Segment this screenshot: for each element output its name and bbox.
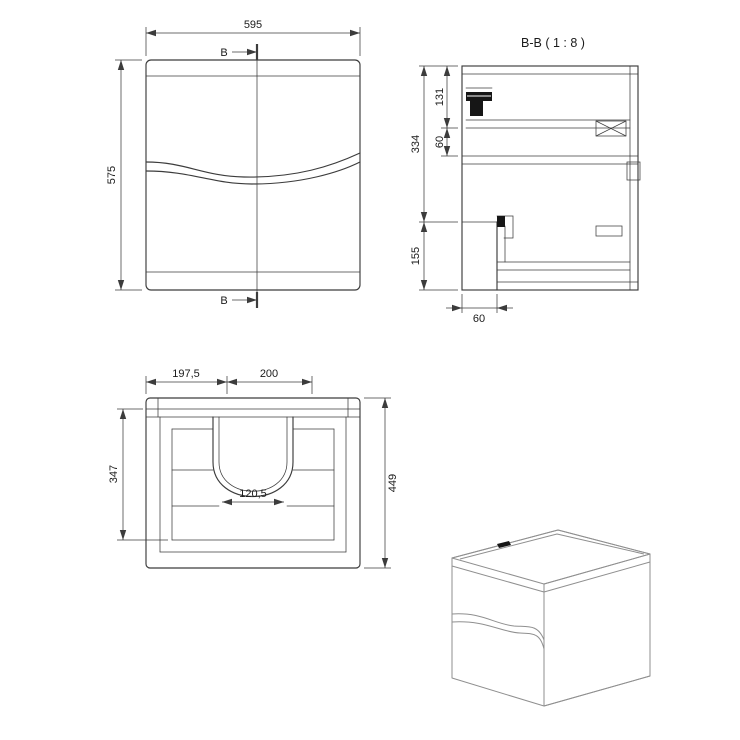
section-outline bbox=[461, 65, 639, 291]
dim-width: 595 bbox=[145, 19, 361, 56]
plan-view: 120,5 197,5 200 347 449 bbox=[108, 368, 399, 569]
cabinet-front-linework bbox=[145, 59, 361, 291]
plan-top-dimensions: 197,5 200 bbox=[145, 368, 313, 394]
section-view-bb: B-B ( 1 : 8 ) bbox=[410, 36, 641, 325]
plan-outline bbox=[145, 397, 361, 569]
plan-right-dimension: 449 bbox=[364, 397, 399, 569]
section-dimensions: 131 60 334 155 60 bbox=[410, 65, 513, 325]
dim-label-347: 347 bbox=[108, 465, 120, 483]
dim-height: 575 bbox=[106, 59, 142, 291]
dim-label-60-side: 60 bbox=[434, 136, 446, 148]
dim-cutout-width: 120,5 bbox=[222, 488, 284, 506]
dim-label-449: 449 bbox=[387, 474, 399, 492]
runner-detail-bottom bbox=[496, 215, 623, 239]
dim-label-155: 155 bbox=[410, 247, 422, 265]
iso-counter-inset bbox=[459, 533, 645, 560]
wall-bracket-detail bbox=[465, 87, 493, 116]
section-label-b-bottom: B bbox=[220, 295, 227, 307]
plan-left-dimension: 347 bbox=[108, 408, 168, 541]
dim-label-60-bottom: 60 bbox=[473, 313, 485, 325]
runner-detail-top bbox=[595, 120, 627, 137]
side-clip-detail bbox=[626, 161, 641, 181]
dim-label-575: 575 bbox=[106, 166, 118, 184]
iso-top-face bbox=[451, 529, 651, 585]
iso-wave-lower bbox=[451, 621, 545, 650]
plan-linework bbox=[145, 397, 361, 569]
dim-label-131: 131 bbox=[434, 88, 446, 106]
section-linework bbox=[461, 65, 639, 291]
drawer-wave-lower bbox=[145, 161, 361, 185]
section-label-b-top: B bbox=[220, 47, 227, 59]
bracket-hook bbox=[470, 101, 483, 116]
isometric-view bbox=[451, 529, 651, 707]
iso-wall-bracket bbox=[497, 541, 511, 548]
section-cut-line: B B bbox=[220, 44, 259, 308]
front-view: 595 575 B B bbox=[106, 19, 361, 308]
dim-label-595: 595 bbox=[244, 19, 262, 31]
basin-cutout bbox=[212, 416, 294, 498]
iso-body bbox=[451, 529, 651, 707]
iso-wave-upper bbox=[451, 613, 545, 641]
drawer-wave-upper bbox=[145, 152, 361, 178]
dim-label-200: 200 bbox=[260, 368, 278, 380]
dim-label-334: 334 bbox=[410, 135, 422, 153]
dim-label-120-5: 120,5 bbox=[239, 488, 267, 500]
section-title: B-B ( 1 : 8 ) bbox=[521, 36, 585, 50]
cabinet-outline bbox=[145, 59, 361, 291]
dim-label-197-5: 197,5 bbox=[172, 368, 200, 380]
